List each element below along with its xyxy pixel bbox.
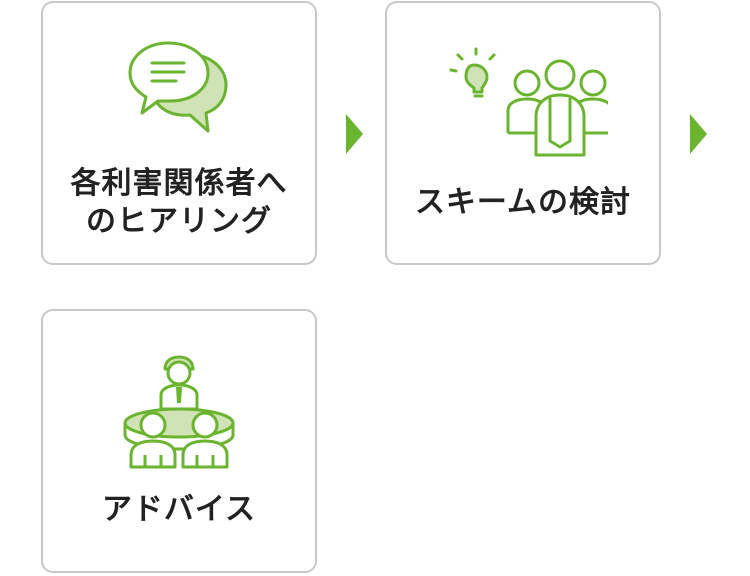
lightbulb-icon [449, 47, 496, 98]
step-card-advice: アドバイス [41, 309, 317, 573]
step-label-scheme-text: スキームの検討 [414, 185, 632, 220]
step-card-hearing: 各利害関係者へ のヒアリング [41, 1, 317, 265]
meeting-advisor-icon [43, 351, 315, 471]
team-idea-icon [387, 45, 659, 157]
step-label-advice: アドバイス [43, 491, 315, 529]
flow-arrow-right [346, 114, 363, 154]
step-label-hearing-line2: のヒアリング [86, 204, 272, 239]
flow-arrow-right [690, 114, 707, 154]
step-label-hearing: 各利害関係者へ のヒアリング [43, 165, 315, 241]
speech-bubbles-icon [43, 37, 315, 133]
step-label-scheme: スキームの検討 [387, 184, 659, 222]
step-label-hearing-line1: 各利害関係者へ [70, 166, 288, 201]
step-card-scheme: スキームの検討 [385, 1, 661, 265]
step-label-advice-text: アドバイス [101, 492, 257, 527]
